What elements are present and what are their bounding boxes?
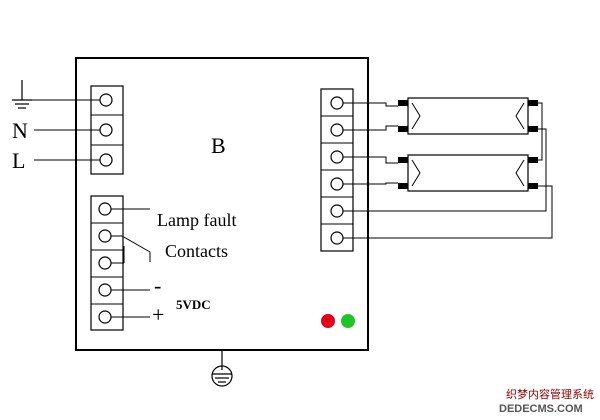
output-terminal-2[interactable]: [330, 123, 344, 137]
line-label: L: [12, 148, 25, 173]
fluorescent-lamp-1: [398, 97, 538, 135]
contacts-label: Contacts: [165, 241, 228, 261]
lamp-wiring: [343, 102, 553, 239]
output-terminal-1[interactable]: [330, 96, 344, 110]
earth-symbol-icon: [12, 80, 32, 109]
watermark-line-2: DEDECMS.COM: [499, 403, 583, 415]
dc-minus-terminal[interactable]: [98, 283, 112, 297]
terminal-neutral[interactable]: [99, 123, 113, 137]
box-label: B: [211, 133, 226, 158]
fluorescent-lamp-2: [398, 154, 538, 192]
chassis-ground-icon: [211, 350, 233, 387]
dc-plus-label: +: [152, 302, 164, 327]
dc-plus-terminal[interactable]: [98, 310, 112, 324]
dc-minus-label: -: [154, 273, 161, 298]
fault-terminal-2[interactable]: [98, 229, 112, 243]
terminal-earth[interactable]: [99, 93, 113, 107]
green-led-indicator: [341, 314, 355, 328]
fault-terminal-1[interactable]: [98, 202, 112, 216]
output-terminal-6[interactable]: [330, 231, 344, 245]
output-terminal-block: [320, 88, 354, 252]
red-led-indicator: [321, 314, 335, 328]
lamp-fault-label: Lamp fault: [157, 210, 236, 230]
output-terminal-4[interactable]: [330, 177, 344, 191]
watermark-line-1: 织梦内容管理系统: [506, 387, 594, 401]
terminal-line[interactable]: [99, 153, 113, 167]
voltage-label: 5VDC: [176, 297, 211, 312]
fault-contact-wiring: [111, 208, 151, 318]
neutral-label: N: [12, 118, 28, 143]
fault-terminal-3[interactable]: [98, 256, 112, 270]
watermark: 织梦内容管理系统 DEDECMS.COM: [499, 387, 594, 415]
output-terminal-3[interactable]: [330, 150, 344, 164]
ballast-box: [75, 57, 369, 351]
output-terminal-5[interactable]: [330, 204, 344, 218]
